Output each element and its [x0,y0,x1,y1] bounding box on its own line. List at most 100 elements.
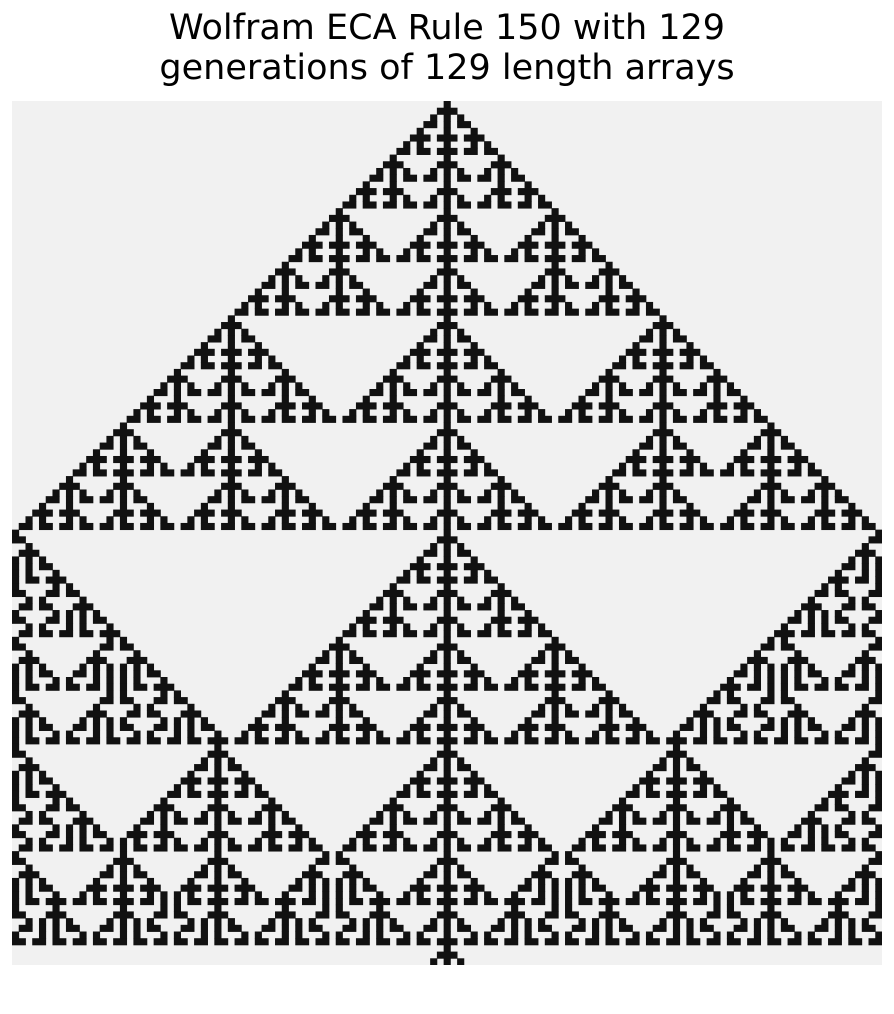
live-cell-run [362,924,370,932]
live-cell-run [396,469,411,477]
live-cell-run [403,141,411,149]
live-cell-run [227,435,235,443]
live-cell-run [618,489,627,497]
live-cell-run [214,489,222,497]
live-cell-run [92,462,101,470]
live-cell-run [861,516,869,524]
live-cell-run [672,730,681,738]
live-cell-run [848,877,856,886]
live-cell-run [679,455,701,464]
live-cell-run [457,522,472,531]
live-cell-run [335,938,350,946]
live-cell-run [592,255,606,263]
live-cell-run [551,851,559,859]
live-cell-run [362,194,370,202]
live-cell-run [227,871,242,879]
live-cell-run [92,703,101,711]
live-cell-run [221,522,235,531]
live-cell-run [868,536,882,544]
live-cell-run [335,891,343,899]
live-cell-run [699,469,714,477]
live-cell-run [92,616,107,624]
live-cell-run [618,703,627,711]
live-cell-run [133,663,141,671]
live-cell-run [207,898,229,906]
live-cell-run [538,924,552,932]
live-cell-run [551,891,559,899]
live-cell-run [612,831,633,839]
live-cell-run [875,583,882,591]
live-cell-run [382,804,404,812]
live-cell-run [767,871,775,879]
live-cell-run [207,790,229,798]
live-cell-run [618,275,627,283]
live-cell-run [362,844,377,852]
live-cell-run [160,810,168,819]
live-cell-run [767,442,775,450]
live-cell-run [538,877,546,886]
live-cell-run [436,402,458,410]
live-cell-run [511,382,519,390]
live-cell-run [119,663,128,671]
live-cell-run [38,556,47,564]
live-cell-run [221,375,242,383]
live-cell-run [524,301,532,310]
live-cell-run [194,938,208,946]
live-cell-run [632,784,640,792]
live-cell-run [119,837,128,845]
live-cell-run [504,898,525,906]
live-cell-run [760,509,782,517]
live-cell-run [173,395,181,403]
live-cell-run [807,610,815,618]
live-cell-run [753,710,768,718]
live-cell-run [645,730,654,738]
live-cell-run [551,208,559,216]
live-cell-run [666,884,687,892]
live-cell-run [497,516,505,524]
live-cell-run [794,931,802,939]
live-cell-run [12,677,20,685]
live-cell-run [544,308,559,316]
live-cell-run [659,502,667,510]
live-cell-run [807,717,815,725]
live-cell-run [241,389,256,397]
live-cell-run [618,415,633,423]
live-cell-run [106,623,114,631]
live-cell-run [767,891,775,899]
live-cell-run [362,837,370,845]
live-cell-run [443,462,451,470]
live-cell-run [302,241,323,249]
live-cell-run [699,409,708,417]
live-cell-run [834,737,849,745]
live-cell-run [787,710,809,718]
live-cell-run [403,931,411,939]
live-cell-run [531,710,546,718]
live-cell-run [524,395,532,403]
live-cell-run [767,502,775,510]
live-cell-run [834,924,842,932]
live-cell-run [841,844,856,852]
live-cell-run [160,469,175,477]
live-cell-run [517,522,532,531]
live-cell-run [167,375,188,383]
live-cell-run [868,643,882,651]
live-cell-run [241,435,249,443]
live-cell-run [443,228,451,236]
live-cell-run [511,918,519,926]
live-cell-run [106,516,114,524]
live-cell-run [753,824,761,832]
live-cell-run [376,677,384,685]
live-cell-run [497,623,505,631]
live-cell-run [308,502,316,510]
live-cell-run [760,884,782,892]
live-cell-run [25,543,33,551]
chart-title-line-1: Wolfram ECA Rule 150 with 129 [168,8,726,48]
live-cell-run [517,295,539,303]
live-cell-run [308,234,316,243]
live-cell-run [484,255,498,263]
live-cell-run [160,690,168,698]
live-cell-run [767,489,775,497]
live-cell-run [497,810,505,819]
live-cell-run [511,891,519,899]
live-cell-run [868,938,882,946]
